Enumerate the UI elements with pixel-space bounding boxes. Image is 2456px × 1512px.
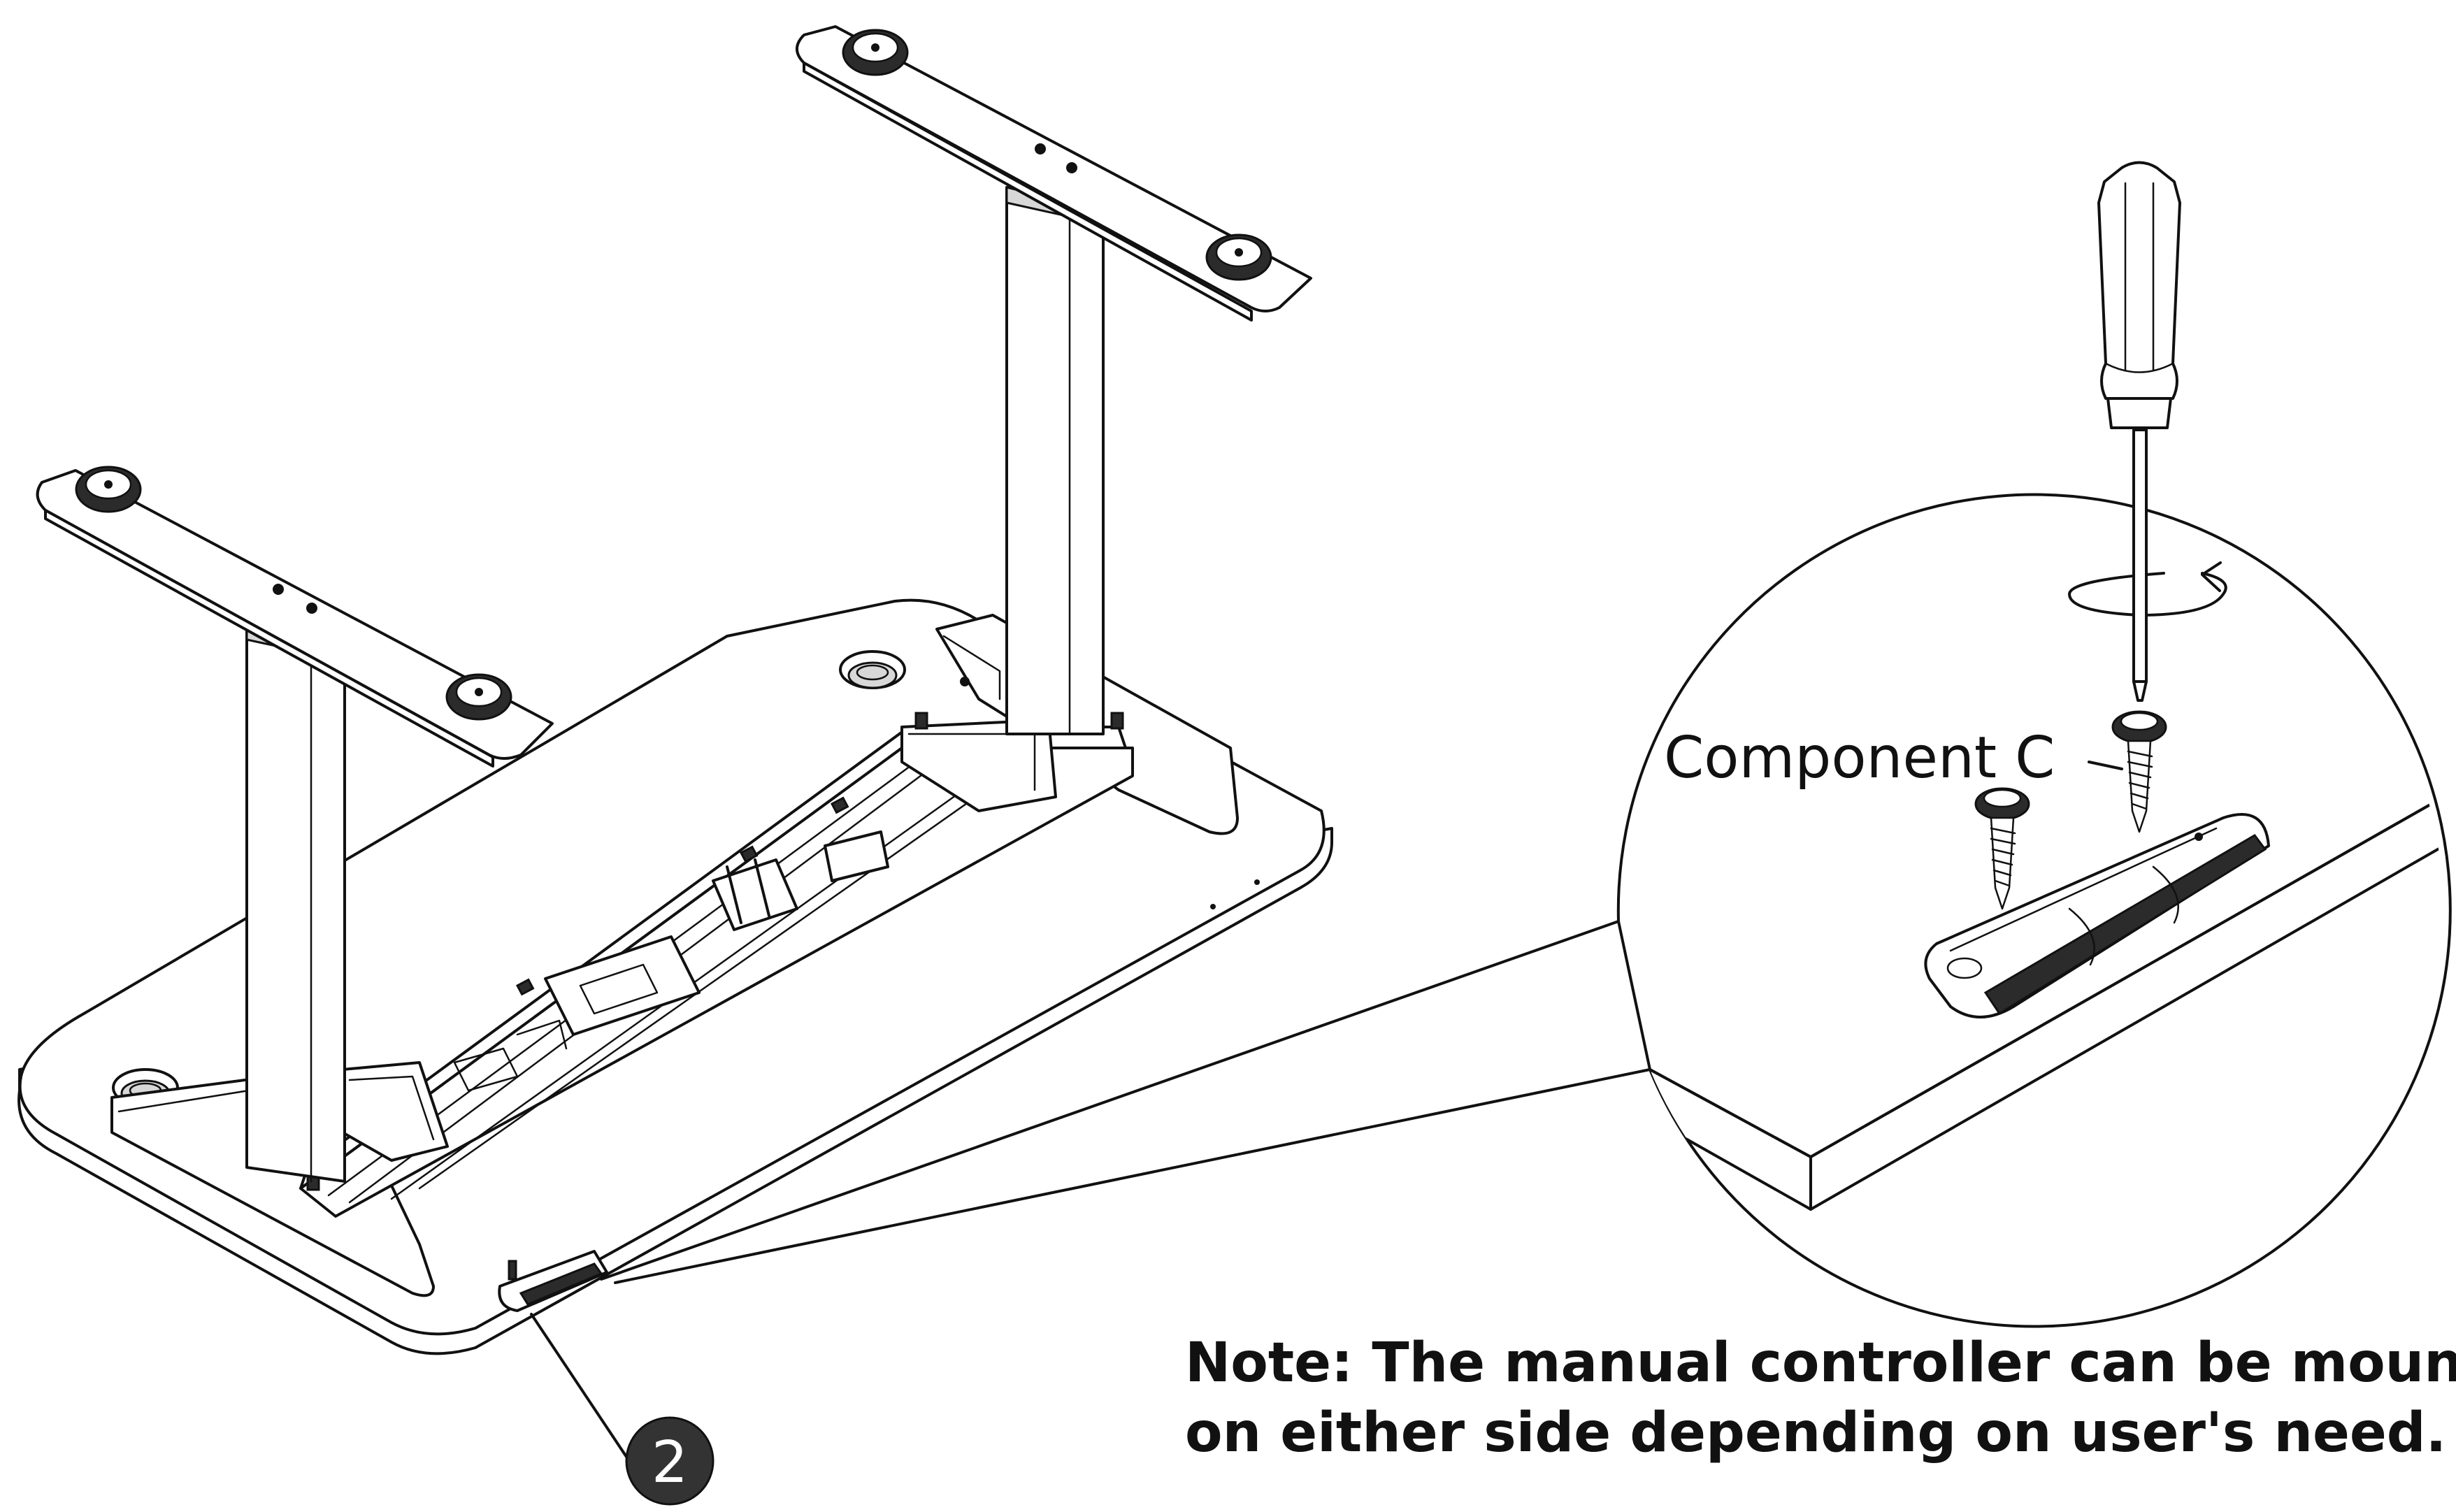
- zoom-circle: [1616, 493, 2456, 1328]
- component-c-callout: Component C: [1664, 725, 2123, 791]
- screwdriver-icon: [2097, 161, 2181, 702]
- leveler-foot: [75, 466, 142, 513]
- step-badge: 2: [530, 1313, 714, 1506]
- controller-zoomed: [1924, 813, 2270, 1018]
- leveler-foot: [1205, 233, 1272, 281]
- controller-small: [498, 1250, 608, 1312]
- leg-left: [36, 466, 554, 1183]
- note-line-2: on either side depending on user's need.: [1185, 1402, 2447, 1464]
- screw-installed: [1974, 787, 2030, 910]
- step-number: 2: [652, 1430, 688, 1496]
- grommet-hole-top: [839, 650, 906, 689]
- leg-right: [796, 25, 1312, 735]
- mounting-note: Note: The manual controller can be mount…: [1185, 1328, 2456, 1468]
- rotation-arrow-icon: [2068, 561, 2227, 617]
- screw-component-c: [2111, 710, 2167, 833]
- note-line-1: Note: The manual controller can be mount…: [1185, 1332, 2456, 1395]
- zoom-connector-lines: [600, 920, 1651, 1284]
- leveler-foot: [842, 29, 909, 76]
- component-c-label: Component C: [1664, 725, 2055, 791]
- leveler-foot: [445, 673, 512, 721]
